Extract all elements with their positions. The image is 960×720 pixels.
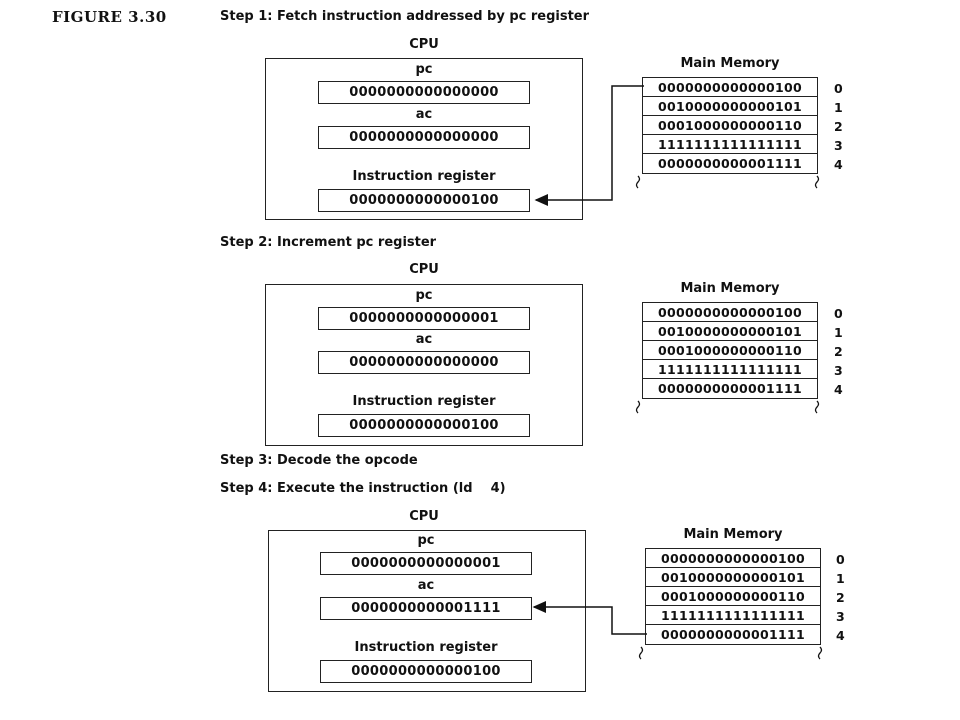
step-2-memory-table: 0000000000000100 0010000000000101 000100…: [642, 302, 818, 399]
memory-address: 0: [834, 306, 843, 321]
step-1-pc-register: 0000000000000000: [318, 81, 530, 104]
squiggle-icon: [635, 175, 641, 189]
memory-cell: 0001000000000110: [643, 116, 817, 135]
step-1-pc-label: pc: [415, 62, 433, 77]
memory-cell: 1111111111111111: [646, 606, 820, 625]
memory-address: 3: [836, 609, 845, 624]
memory-cell: 0000000000001111: [661, 627, 805, 642]
step-2-ir-register: 0000000000000100: [318, 414, 530, 437]
memory-address: 1: [834, 100, 843, 115]
step-4-cpu-label: CPU: [409, 509, 439, 524]
squiggle-icon: [814, 175, 820, 189]
memory-address: 2: [834, 119, 843, 134]
step-4-ir-register: 0000000000000100: [320, 660, 532, 683]
step-1-ir-register: 0000000000000100: [318, 189, 530, 212]
memory-address: 3: [834, 138, 843, 153]
memory-address: 4: [834, 382, 843, 397]
step-2-memory-title: Main Memory: [680, 281, 780, 296]
step-4-memory-table: 0000000000000100 0010000000000101 000100…: [645, 548, 821, 645]
memory-cell: 0000000000000100: [643, 303, 817, 322]
step-2-cpu-box: [265, 284, 583, 446]
step-1-memory-table: 0000000000000100 0010000000000101 000100…: [642, 77, 818, 174]
memory-address: 2: [834, 344, 843, 359]
step-3-title: Step 3: Decode the opcode: [220, 453, 418, 468]
memory-cell: 0000000000000100: [643, 78, 817, 97]
memory-cell: 0000000000001111: [658, 381, 802, 396]
memory-address: 4: [834, 157, 843, 172]
memory-cell: 0010000000000101: [643, 322, 817, 341]
step-1-title: Step 1: Fetch instruction addressed by p…: [220, 9, 590, 24]
figure-label: FIGURE 3.30: [52, 8, 167, 26]
step-1-ir-label: Instruction register: [352, 169, 496, 184]
memory-cell: 0001000000000110: [646, 587, 820, 606]
step-4-pc-register: 0000000000000001: [320, 552, 532, 575]
squiggle-icon: [635, 400, 641, 414]
step-2-ir-label: Instruction register: [352, 394, 496, 409]
memory-cell: 0001000000000110: [643, 341, 817, 360]
step-1-memory-title: Main Memory: [680, 56, 780, 71]
step-2-title: Step 2: Increment pc register: [220, 235, 437, 250]
step-1-ac-label: ac: [415, 107, 433, 122]
step-4-ac-register: 0000000000001111: [320, 597, 532, 620]
memory-cell: 0010000000000101: [646, 568, 820, 587]
squiggle-icon: [814, 400, 820, 414]
memory-address: 2: [836, 590, 845, 605]
step-1-cpu-label: CPU: [409, 37, 439, 52]
step-2-pc-register: 0000000000000001: [318, 307, 530, 330]
memory-address: 1: [836, 571, 845, 586]
memory-address: 0: [836, 552, 845, 567]
memory-cell: 0000000000001111: [658, 156, 802, 171]
squiggle-icon: [817, 646, 823, 660]
memory-cell: 0000000000000100: [646, 549, 820, 568]
step-1-ac-register: 0000000000000000: [318, 126, 530, 149]
memory-cell: 0010000000000101: [643, 97, 817, 116]
memory-address: 0: [834, 81, 843, 96]
step-4-pc-label: pc: [417, 533, 435, 548]
step-2-pc-label: pc: [415, 288, 433, 303]
memory-address: 1: [834, 325, 843, 340]
step-4-title: Step 4: Execute the instruction (ld 4): [220, 481, 506, 496]
step-4-memory-title: Main Memory: [683, 527, 783, 542]
step-2-cpu-label: CPU: [409, 262, 439, 277]
memory-address: 4: [836, 628, 845, 643]
step-4-ac-label: ac: [417, 578, 435, 593]
step-4-ir-label: Instruction register: [354, 640, 498, 655]
squiggle-icon: [638, 646, 644, 660]
memory-cell: 1111111111111111: [643, 135, 817, 154]
memory-cell: 1111111111111111: [643, 360, 817, 379]
step-2-ac-label: ac: [415, 332, 433, 347]
memory-address: 3: [834, 363, 843, 378]
step-2-ac-register: 0000000000000000: [318, 351, 530, 374]
